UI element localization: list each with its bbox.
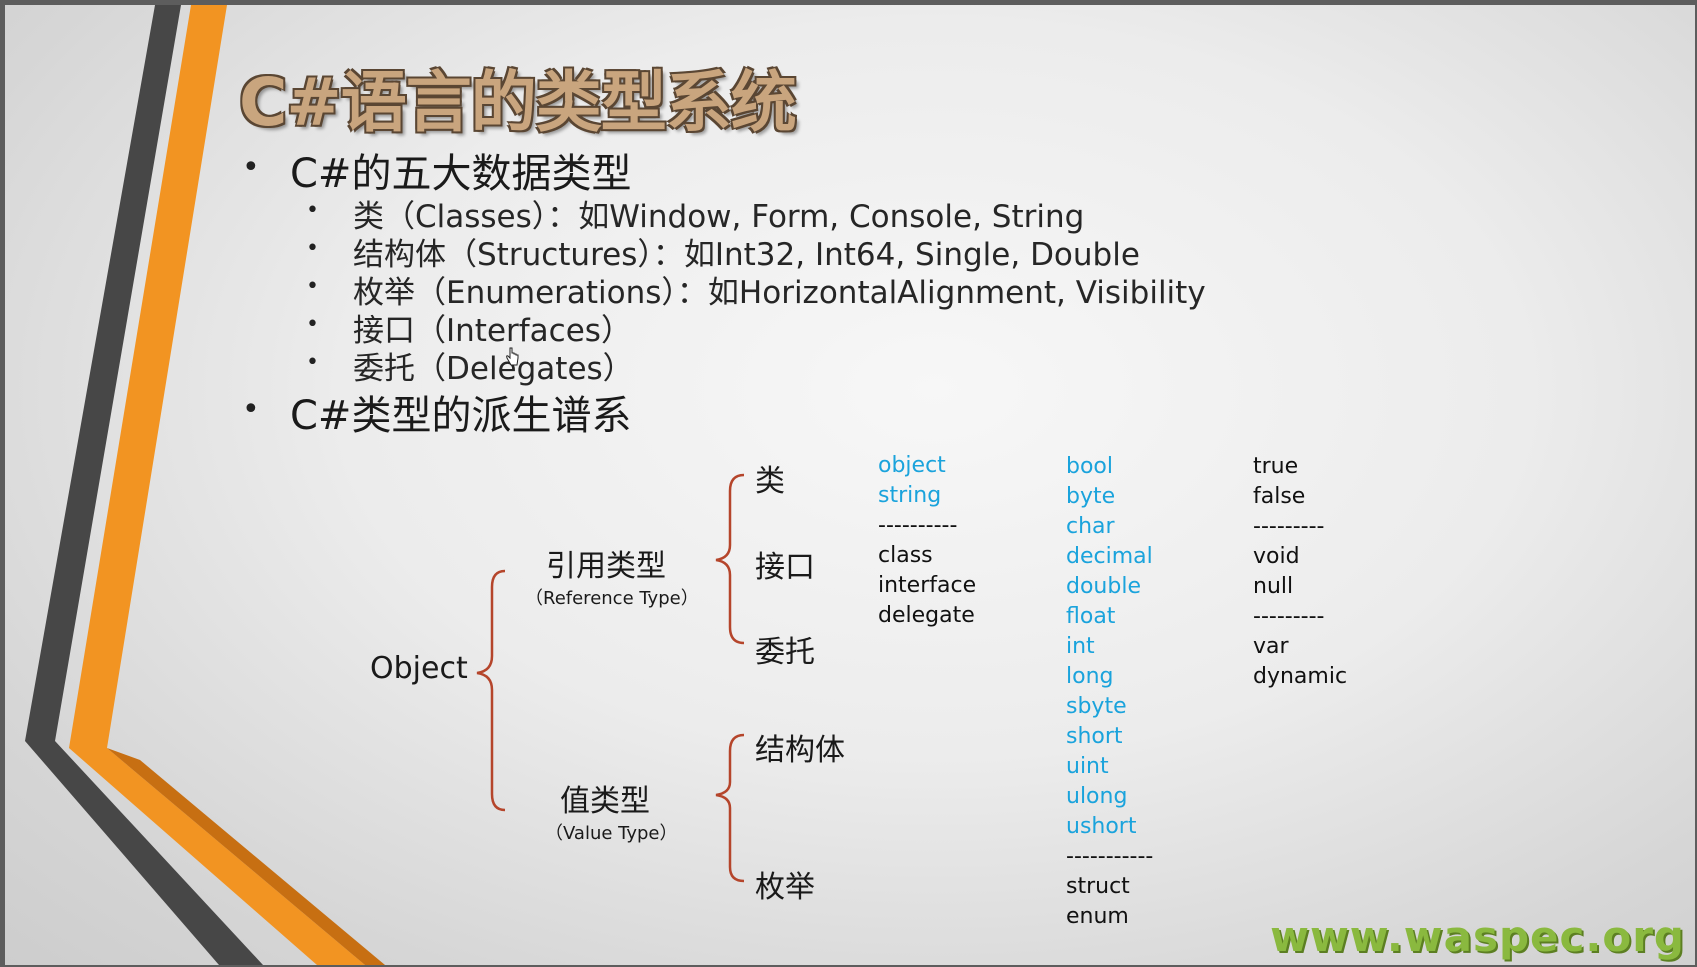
keyword-item: false — [1253, 484, 1306, 509]
keyword-column-value: bool byte char decimal double float int long sby… — [1066, 452, 1153, 932]
keyword-item: char — [1066, 514, 1115, 539]
type-item-classes: 类（Classes）：如Window, Form, Console, Strin… — [353, 199, 1085, 235]
tree-reference-type-en: （Reference Type） — [525, 588, 699, 609]
keyword-item: true — [1253, 454, 1299, 479]
tree-node-struct: 结构体 — [755, 733, 845, 768]
section-heading-types: C#的五大数据类型 — [290, 151, 632, 197]
keyword-item: interface — [878, 573, 977, 598]
keyword-item: sbyte — [1066, 694, 1127, 719]
slide-title: C#语言的类型系统 — [239, 64, 797, 141]
tree-root-object: Object — [370, 651, 468, 686]
bullet: • — [306, 236, 319, 261]
keyword-item: decimal — [1066, 544, 1153, 569]
keyword-item: bool — [1066, 454, 1113, 479]
bullet: • — [242, 392, 260, 427]
keyword-item: ----------- — [1066, 844, 1154, 869]
tree-node-enum: 枚举 — [755, 870, 815, 905]
bullet: • — [306, 312, 319, 337]
section-heading-hierarchy: C#类型的派生谱系 — [290, 393, 632, 439]
keyword-item: ---------- — [878, 513, 958, 538]
slide: C#语言的类型系统 • C#的五大数据类型 • 类（Classes）：如Wind… — [5, 5, 1695, 965]
keyword-item: float — [1066, 604, 1116, 629]
gray-stripe — [25, 5, 263, 965]
keyword-item: string — [878, 483, 942, 508]
keyword-item: null — [1253, 574, 1294, 599]
keyword-item: void — [1253, 544, 1300, 569]
keyword-item: object — [878, 453, 946, 478]
keyword-column-literals: true false --------- void null --------- var dy… — [1253, 452, 1347, 692]
keyword-item: enum — [1066, 904, 1129, 929]
keyword-item: uint — [1066, 754, 1109, 779]
bullet: • — [306, 198, 319, 223]
keyword-item: --------- — [1253, 514, 1325, 539]
keyword-item: long — [1066, 664, 1114, 689]
keyword-item: ushort — [1066, 814, 1137, 839]
type-item-delegates: 委托（Delegates） — [353, 351, 634, 387]
tree-reference-type: 引用类型 — [546, 549, 666, 584]
tree-node-interface: 接口 — [755, 550, 815, 585]
tree-node-class: 类 — [755, 464, 785, 499]
tree-value-type: 值类型 — [560, 784, 650, 819]
tree-node-delegate: 委托 — [755, 635, 815, 670]
type-item-enumerations: 枚举（Enumerations）：如HorizontalAlignment, V… — [353, 275, 1206, 311]
tree-value-type-en: （Value Type） — [545, 823, 678, 844]
keyword-item: dynamic — [1253, 664, 1348, 689]
keyword-item: ulong — [1066, 784, 1128, 809]
keyword-item: short — [1066, 724, 1123, 749]
keyword-item: delegate — [878, 603, 975, 628]
bullet: • — [306, 274, 319, 299]
keyword-column-reference: object string ---------- class interface dele… — [878, 451, 976, 631]
type-item-interfaces: 接口（Interfaces） — [353, 313, 632, 349]
hand-cursor-icon — [506, 347, 519, 366]
keyword-item: var — [1253, 634, 1289, 659]
orange-stripe — [69, 5, 365, 965]
tree-braces — [476, 473, 745, 883]
orange-band-shadow — [107, 748, 385, 965]
keyword-item: --------- — [1253, 604, 1325, 629]
keyword-item: byte — [1066, 484, 1116, 509]
value-brace — [715, 733, 745, 883]
type-item-structures: 结构体（Structures）：如Int32, Int64, Single, D… — [353, 237, 1140, 273]
root-brace — [476, 569, 506, 812]
bullet: • — [306, 350, 319, 375]
reference-brace — [715, 473, 745, 645]
keyword-item: struct — [1066, 874, 1130, 899]
keyword-item: class — [878, 543, 933, 568]
keyword-item: int — [1066, 634, 1095, 659]
decorative-stripes — [25, 5, 385, 965]
watermark: www.waspec.org — [1270, 912, 1685, 961]
bullet: • — [242, 150, 260, 185]
keyword-item: double — [1066, 574, 1141, 599]
